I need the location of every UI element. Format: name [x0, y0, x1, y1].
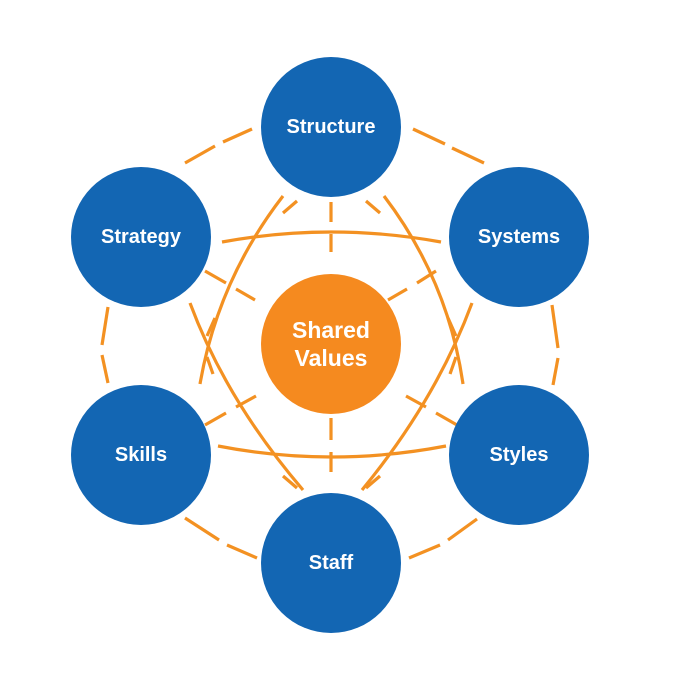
spoke-skills-2	[235, 394, 257, 409]
connector-strategy-structure	[184, 144, 216, 165]
connector-staff-skills-2	[184, 516, 220, 542]
dash-staff-left	[281, 474, 299, 490]
connector-skills-strategy-2	[100, 306, 110, 346]
spoke-connectors	[204, 202, 458, 472]
inner-dashes	[205, 199, 458, 490]
spoke-strategy-2	[235, 287, 256, 302]
dash-staff-right	[364, 474, 382, 490]
node-structure-label: Structure	[287, 116, 376, 138]
curve-systems-staff	[360, 302, 474, 492]
node-strategy-circle	[71, 167, 211, 307]
curve-structure-skills	[198, 195, 285, 385]
node-shared-values-label-line2: Values	[295, 345, 368, 371]
connector-strategy-structure-2	[222, 127, 253, 144]
dash-strategy-low	[205, 317, 217, 337]
curve-strategy-systems	[221, 230, 442, 244]
node-systems-circle	[449, 167, 589, 307]
curve-structure-styles	[382, 195, 465, 385]
node-staff-label: Staff	[309, 552, 354, 574]
connector-systems-styles	[550, 304, 560, 349]
connector-structure-systems-2	[451, 146, 485, 165]
spoke-systems	[416, 269, 437, 285]
connector-systems-styles-2	[551, 357, 560, 386]
node-skills-circle	[71, 385, 211, 525]
node-staff-circle	[261, 493, 401, 633]
outer-ring-connectors	[100, 127, 560, 560]
connector-staff-skills	[226, 543, 258, 560]
node-styles: Styles	[449, 385, 589, 525]
node-staff: Staff	[261, 493, 401, 633]
node-skills-label: Skills	[115, 444, 167, 466]
spoke-systems-2	[387, 287, 408, 302]
node-styles-circle	[449, 385, 589, 525]
spoke-styles-2	[405, 394, 427, 409]
connector-skills-strategy	[100, 354, 110, 384]
node-systems-label: Systems	[478, 226, 560, 248]
node-strategy: Strategy	[71, 167, 211, 307]
curve-strategy-staff	[188, 302, 305, 492]
dash-structure-right	[364, 199, 382, 215]
connector-styles-staff	[447, 517, 478, 542]
node-skills: Skills	[71, 385, 211, 525]
node-structure: Structure	[261, 57, 401, 197]
connector-structure-systems	[412, 127, 446, 146]
dash-skills-high	[205, 356, 215, 375]
node-shared-values: Shared Values	[261, 274, 401, 414]
dash-styles-high	[448, 356, 458, 375]
node-structure-circle	[261, 57, 401, 197]
node-shared-values-label-line1: Shared	[292, 317, 370, 343]
spoke-strategy	[204, 269, 227, 285]
spoke-skills	[204, 411, 227, 427]
spoke-styles	[435, 411, 458, 427]
connector-styles-staff-2	[408, 543, 441, 560]
node-strategy-label: Strategy	[101, 226, 182, 248]
node-styles-label: Styles	[490, 444, 549, 466]
dash-structure-left	[281, 199, 299, 215]
dash-systems-low	[446, 317, 458, 337]
node-shared-values-circle	[261, 274, 401, 414]
node-systems: Systems	[449, 167, 589, 307]
